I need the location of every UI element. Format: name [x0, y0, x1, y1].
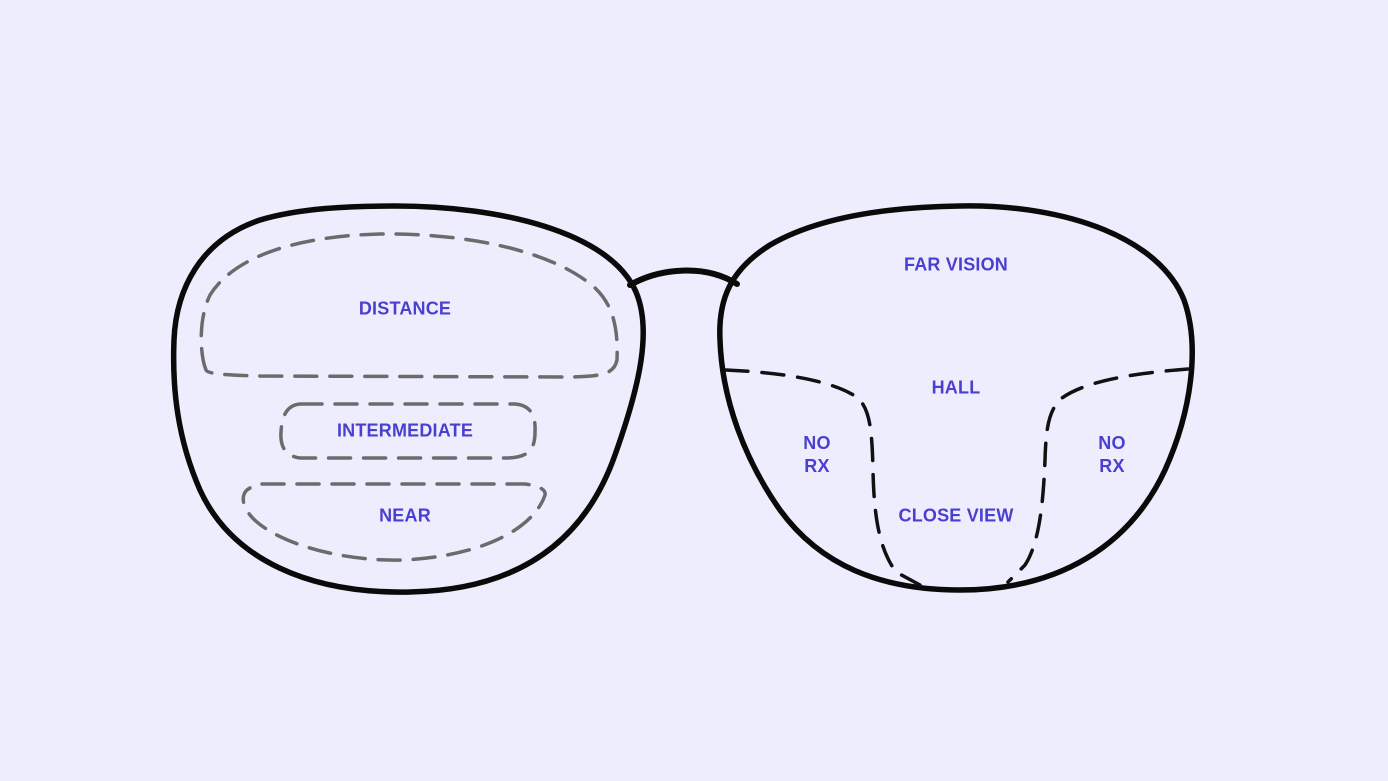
- no-rx-left-line2: RX: [804, 456, 830, 476]
- no-rx-left-line1: NO: [803, 433, 831, 453]
- intermediate-zone-outline: [279, 402, 537, 460]
- distance-zone-outline: [199, 232, 619, 379]
- glasses-bridge: [627, 267, 740, 288]
- label-far-vision: FAR VISION: [903, 254, 1009, 275]
- right-corridor-boundary: [1006, 367, 1190, 584]
- label-intermediate: INTERMEDIATE: [336, 420, 474, 441]
- no-rx-right-line2: RX: [1099, 456, 1125, 476]
- no-rx-right-line1: NO: [1098, 433, 1126, 453]
- label-close-view: CLOSE VIEW: [898, 505, 1014, 526]
- left-lens-frame: [170, 203, 646, 595]
- near-zone-outline: [241, 482, 547, 562]
- right-lens-frame: [717, 203, 1195, 593]
- label-hall: HALL: [931, 377, 981, 398]
- label-near: NEAR: [379, 505, 431, 526]
- left-corridor-boundary: [724, 368, 922, 587]
- label-distance: DISTANCE: [358, 298, 452, 319]
- label-no-rx-right: NO RX: [1098, 432, 1125, 478]
- label-no-rx-left: NO RX: [803, 432, 830, 478]
